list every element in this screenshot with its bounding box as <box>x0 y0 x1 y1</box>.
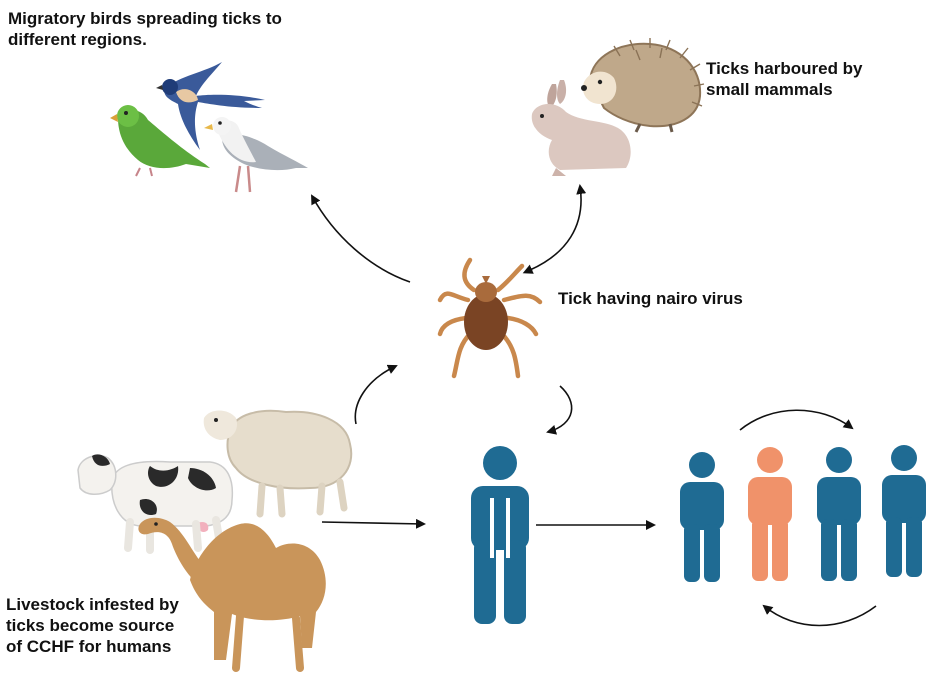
birds-caption-line1: Migratory birds spreading ticks to <box>8 9 282 28</box>
birds-caption: Migratory birds spreading ticks to diffe… <box>8 8 328 50</box>
human-icon-3 <box>817 447 861 581</box>
cow-icon <box>77 454 234 554</box>
tick-icon <box>437 257 543 379</box>
human-icon-1 <box>680 452 724 582</box>
arrow-tick-to-human <box>546 385 573 435</box>
arrow-livestock-to-human <box>321 518 426 529</box>
parrot-icon <box>110 105 210 177</box>
livestock-caption-line1: Livestock infested by <box>6 595 179 614</box>
tick-caption: Tick having nairo virus <box>558 289 743 308</box>
livestock-caption: Livestock infested by ticks become sourc… <box>6 594 206 657</box>
sheep-icon <box>203 409 353 518</box>
livestock-caption-line3: of CCHF for humans <box>6 637 172 656</box>
gull-icon <box>204 117 308 193</box>
rabbit-icon <box>531 80 631 176</box>
arrow-tick-mammals <box>522 184 587 274</box>
mammals-caption-line2: small mammals <box>706 80 833 99</box>
human-icon-2 <box>748 447 792 581</box>
human-icon <box>471 446 529 624</box>
swallow-icon <box>156 62 265 150</box>
arrow-group-top-cycle <box>739 409 854 431</box>
birds-caption-line2: different regions. <box>8 30 147 49</box>
human-icon-4 <box>882 445 926 577</box>
arrow-group-bottom-cycle <box>762 604 877 627</box>
mammals-caption-line1: Ticks harboured by <box>706 59 863 78</box>
livestock-caption-line2: ticks become source <box>6 616 175 635</box>
camel-icon <box>138 517 326 672</box>
hedgehog-icon <box>581 38 705 133</box>
arrow-tick-to-birds <box>311 194 411 283</box>
mammals-caption: Ticks harboured by small mammals <box>706 58 906 100</box>
arrow-livestock-to-tick <box>354 364 398 425</box>
human-group-icon <box>680 445 926 582</box>
